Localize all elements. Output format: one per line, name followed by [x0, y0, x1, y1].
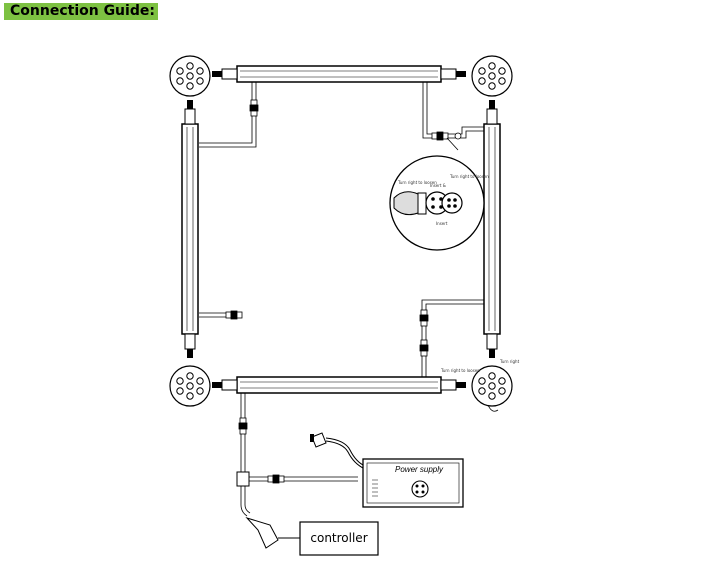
bottom-light-tube: [212, 376, 466, 394]
callout-label-bottom: Insert: [436, 221, 448, 226]
section-heading: Connection Guide:: [4, 3, 158, 20]
callout-label-left: Turn right to loosen: [397, 180, 437, 185]
power-supply-box: Power supply: [362, 458, 464, 508]
controller-label: controller: [310, 531, 367, 545]
corner-connector-top-right: [471, 55, 513, 97]
callout-label-mid: Insert &: [430, 183, 446, 188]
connector-detail-callout: Turn right to loosen Insert & Turn right…: [389, 137, 489, 251]
corner-connector-top-left: [169, 55, 211, 97]
wire-top-to-left: [199, 82, 259, 148]
bottom-label-right: Turn right: [499, 359, 520, 364]
bottom-label-left: Turn right to loosen: [440, 368, 480, 373]
left-light-tube: [181, 100, 199, 358]
right-light-tube: [483, 100, 501, 358]
wire-to-controller: [236, 393, 358, 549]
controller-box: controller: [299, 521, 379, 556]
top-light-tube: [212, 65, 466, 83]
corner-connector-bottom-left: [169, 365, 211, 407]
callout-label-right: Turn right to loosen: [449, 174, 489, 179]
power-plug-icon: [310, 432, 366, 470]
wire-right-to-bottom: [419, 299, 484, 377]
power-supply-label: Power supply: [395, 465, 444, 474]
wire-top-to-right: [422, 82, 484, 141]
wire-left-pigtail: [199, 310, 243, 320]
